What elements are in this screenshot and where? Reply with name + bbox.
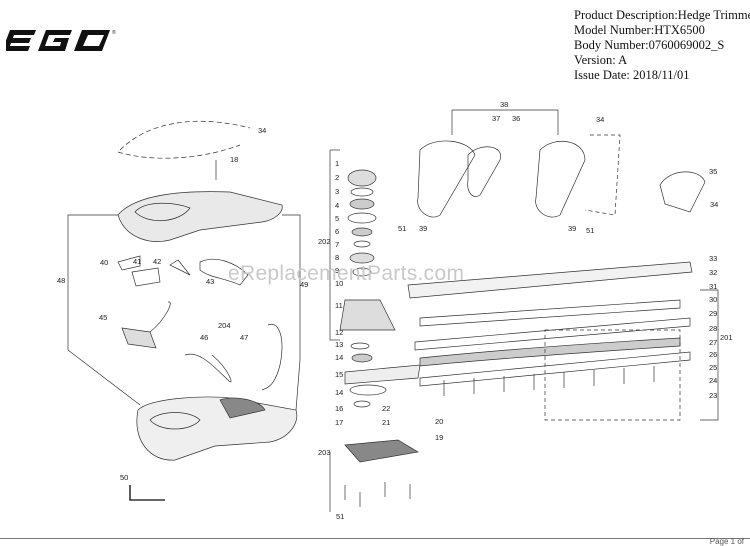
callout-37: 37	[492, 114, 500, 123]
callout-19: 19	[435, 433, 443, 442]
callout-42: 42	[153, 257, 161, 266]
callout-20: 20	[435, 417, 443, 426]
callout-22: 22	[382, 404, 390, 413]
callout-202: 202	[318, 237, 331, 246]
callout-34a: 34	[258, 126, 266, 135]
callout-4: 4	[335, 201, 339, 210]
callout-39b: 39	[568, 224, 576, 233]
callout-201: 201	[720, 333, 733, 342]
callout-1: 1	[335, 159, 339, 168]
callout-46: 46	[200, 333, 208, 342]
callout-51c: 51	[336, 512, 344, 521]
callout-2: 2	[335, 173, 339, 182]
callout-34c: 34	[710, 200, 718, 209]
callout-38: 38	[500, 100, 508, 109]
callout-10: 10	[335, 279, 343, 288]
callout-14: 14	[335, 353, 343, 362]
callout-14b: 14	[335, 388, 343, 397]
callout-3: 3	[335, 187, 339, 196]
callout-36: 36	[512, 114, 520, 123]
callout-25: 25	[709, 363, 717, 372]
callout-40: 40	[100, 258, 108, 267]
callout-8: 8	[335, 253, 339, 262]
callout-41: 41	[133, 257, 141, 266]
callout-43: 43	[206, 277, 214, 286]
body-number: Body Number:0760069002_S	[574, 38, 725, 52]
callout-30: 30	[709, 295, 717, 304]
callout-26: 26	[709, 350, 717, 359]
callout-49: 49	[300, 280, 308, 289]
callout-51b: 51	[586, 226, 594, 235]
callout-50: 50	[120, 473, 128, 482]
version: Version: A	[574, 53, 628, 67]
callout-33: 33	[709, 254, 717, 263]
callout-23: 23	[709, 391, 717, 400]
callout-32: 32	[709, 268, 717, 277]
footer-rule	[0, 538, 750, 539]
callout-47: 47	[240, 333, 248, 342]
callout-35: 35	[709, 167, 717, 176]
callout-204: 204	[218, 321, 231, 330]
callout-5: 5	[335, 214, 339, 223]
callout-48: 48	[57, 276, 65, 285]
callout-27: 27	[709, 338, 717, 347]
callout-24: 24	[709, 376, 717, 385]
callout-203: 203	[318, 448, 331, 457]
callout-29: 29	[709, 309, 717, 318]
page-number: Page 1 of	[709, 537, 744, 546]
callout-17: 17	[335, 418, 343, 427]
hex-key	[129, 485, 165, 501]
callout-45: 45	[99, 313, 107, 322]
ego-logo: ®	[2, 26, 126, 63]
callout-51a: 51	[398, 224, 406, 233]
svg-text:®: ®	[112, 29, 116, 36]
callout-18: 18	[230, 155, 238, 164]
watermark: eReplacementParts.com	[228, 262, 465, 285]
callout-16: 16	[335, 404, 343, 413]
callout-11: 11	[335, 301, 343, 310]
callout-13: 13	[335, 340, 343, 349]
callout-6: 6	[335, 227, 339, 236]
callout-9: 9	[335, 266, 339, 275]
product-description: Product Description:Hedge Trimmer	[574, 8, 750, 22]
callout-34b: 34	[596, 115, 604, 124]
callout-12: 12	[335, 328, 343, 337]
model-number: Model Number:HTX6500	[574, 23, 705, 37]
callout-21: 21	[382, 418, 390, 427]
callout-39a: 39	[419, 224, 427, 233]
callout-7: 7	[335, 240, 339, 249]
callout-28: 28	[709, 324, 717, 333]
issue-date: Issue Date: 2018/11/01	[574, 68, 690, 82]
callout-31: 31	[709, 282, 717, 291]
callout-15: 15	[335, 370, 343, 379]
